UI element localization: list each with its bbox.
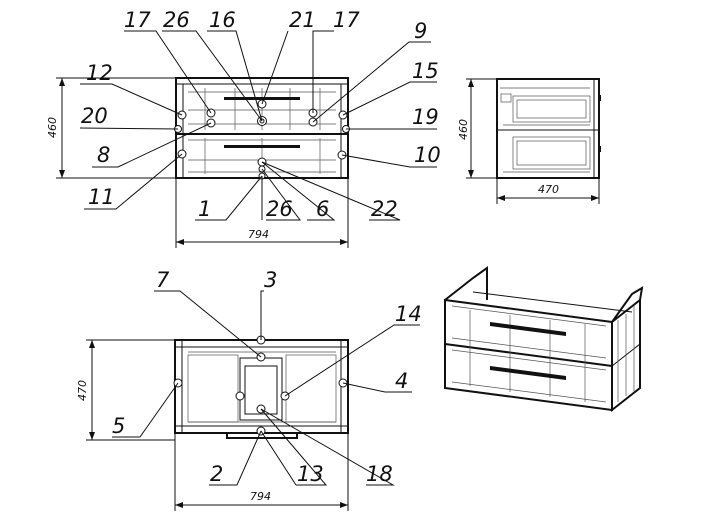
front-callouts: 17 26 16 21 17 9 12 15 20 19 8 10 11 1 2… (81, 8, 441, 221)
callout-7: 7 (156, 268, 170, 292)
iso-right-back-panel (611, 286, 644, 323)
top-leaders (112, 290, 420, 486)
callout-20: 20 (81, 104, 108, 128)
front-dimensions: 460 794 (46, 77, 349, 248)
side-handle-lower (598, 146, 601, 152)
isometric-view (444, 266, 644, 413)
side-cabinet-outline (496, 78, 600, 179)
callout-19: 19 (412, 105, 439, 129)
iso-lower-handle (490, 366, 566, 380)
top-internals (187, 351, 337, 423)
callout-17a: 17 (124, 8, 151, 32)
callout-26a: 26 (163, 8, 190, 32)
upper-drawer-handle (224, 97, 300, 100)
callout-12: 12 (86, 61, 113, 85)
callout-3: 3 (264, 268, 277, 292)
callout-22: 22 (371, 197, 398, 221)
callout-13: 13 (297, 462, 324, 486)
callout-1: 1 (198, 197, 211, 221)
callout-16: 16 (209, 8, 236, 32)
iso-left-back-panel (444, 266, 488, 301)
callout-21: 21 (289, 8, 316, 32)
side-internals (500, 87, 591, 173)
iso-right-side (611, 297, 641, 413)
side-depth-dim: 470 (538, 183, 559, 196)
top-view: 7 3 14 4 5 2 13 18 470 794 (76, 268, 422, 511)
top-dimensions: 470 794 (76, 339, 349, 511)
callout-6: 6 (316, 197, 329, 221)
lower-drawer-handle (224, 145, 300, 148)
front-leaders (79, 30, 437, 221)
callout-14: 14 (395, 302, 422, 326)
fitting-14a (235, 391, 245, 401)
iso-back-edge (472, 291, 633, 313)
top-depth-dim: 470 (76, 380, 89, 401)
side-handle-upper (598, 95, 601, 101)
top-callouts: 7 3 14 4 5 2 13 18 (112, 268, 422, 486)
side-view: 460 470 (457, 78, 601, 204)
iso-drawer-divider (444, 343, 613, 367)
callout-5: 5 (112, 414, 125, 438)
callout-26b: 26 (266, 197, 293, 221)
callout-10: 10 (414, 143, 441, 167)
callout-9: 9 (414, 19, 427, 43)
front-width-dim: 794 (248, 228, 269, 241)
callout-8: 8 (97, 143, 110, 167)
iso-upper-handle (490, 322, 566, 336)
top-width-dim: 794 (250, 490, 271, 503)
callout-2: 2 (210, 462, 223, 486)
side-dimensions: 460 470 (457, 78, 600, 204)
front-view: 17 26 16 21 17 9 12 15 20 19 8 10 11 1 2… (46, 8, 441, 248)
front-height-dim: 460 (46, 117, 59, 138)
callout-15: 15 (412, 59, 439, 83)
callout-17b: 17 (333, 8, 360, 32)
callout-11: 11 (88, 185, 115, 209)
iso-internals (451, 305, 635, 403)
side-height-dim: 460 (457, 119, 470, 140)
top-fittings (173, 335, 348, 436)
callout-4: 4 (395, 369, 408, 393)
callout-18: 18 (366, 462, 393, 486)
